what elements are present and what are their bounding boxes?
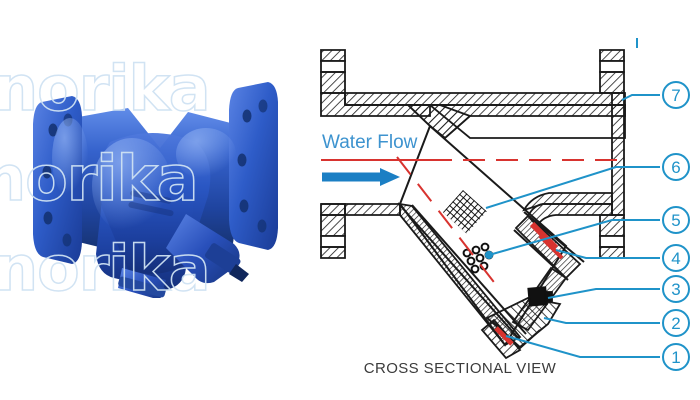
y-strainer-valve-image <box>10 68 310 298</box>
callout-2[interactable]: 2 <box>662 309 690 337</box>
callout-4[interactable]: 4 <box>662 244 690 272</box>
cross-section-drawing-panel: 7 6 5 4 3 <box>300 0 700 400</box>
callout-number: 7 <box>671 86 680 105</box>
centerline <box>321 156 625 291</box>
callout-3[interactable]: 3 <box>662 275 690 303</box>
flow-arrow-icon <box>322 168 400 186</box>
callout-6[interactable]: 6 <box>662 153 690 181</box>
callout-leaders <box>485 94 660 358</box>
callout-1[interactable]: 1 <box>662 343 690 371</box>
callout-number: 1 <box>671 348 680 367</box>
callout-number: 5 <box>671 211 680 230</box>
callout-number: 6 <box>671 158 680 177</box>
callout-7[interactable]: 7 <box>662 81 690 109</box>
callout-number: 2 <box>671 314 680 333</box>
callout-number: 4 <box>671 249 680 268</box>
callout-number: 3 <box>671 280 680 299</box>
water-flow-label: Water Flow <box>322 132 418 153</box>
callout-5[interactable]: 5 <box>662 206 690 234</box>
product-photo-panel: norika norika norika <box>0 0 320 400</box>
figure-caption: CROSS SECTIONAL VIEW <box>363 360 557 377</box>
callout-group: 7 6 5 4 3 <box>662 81 690 371</box>
cross-section-svg: 7 6 5 4 3 <box>320 38 690 371</box>
